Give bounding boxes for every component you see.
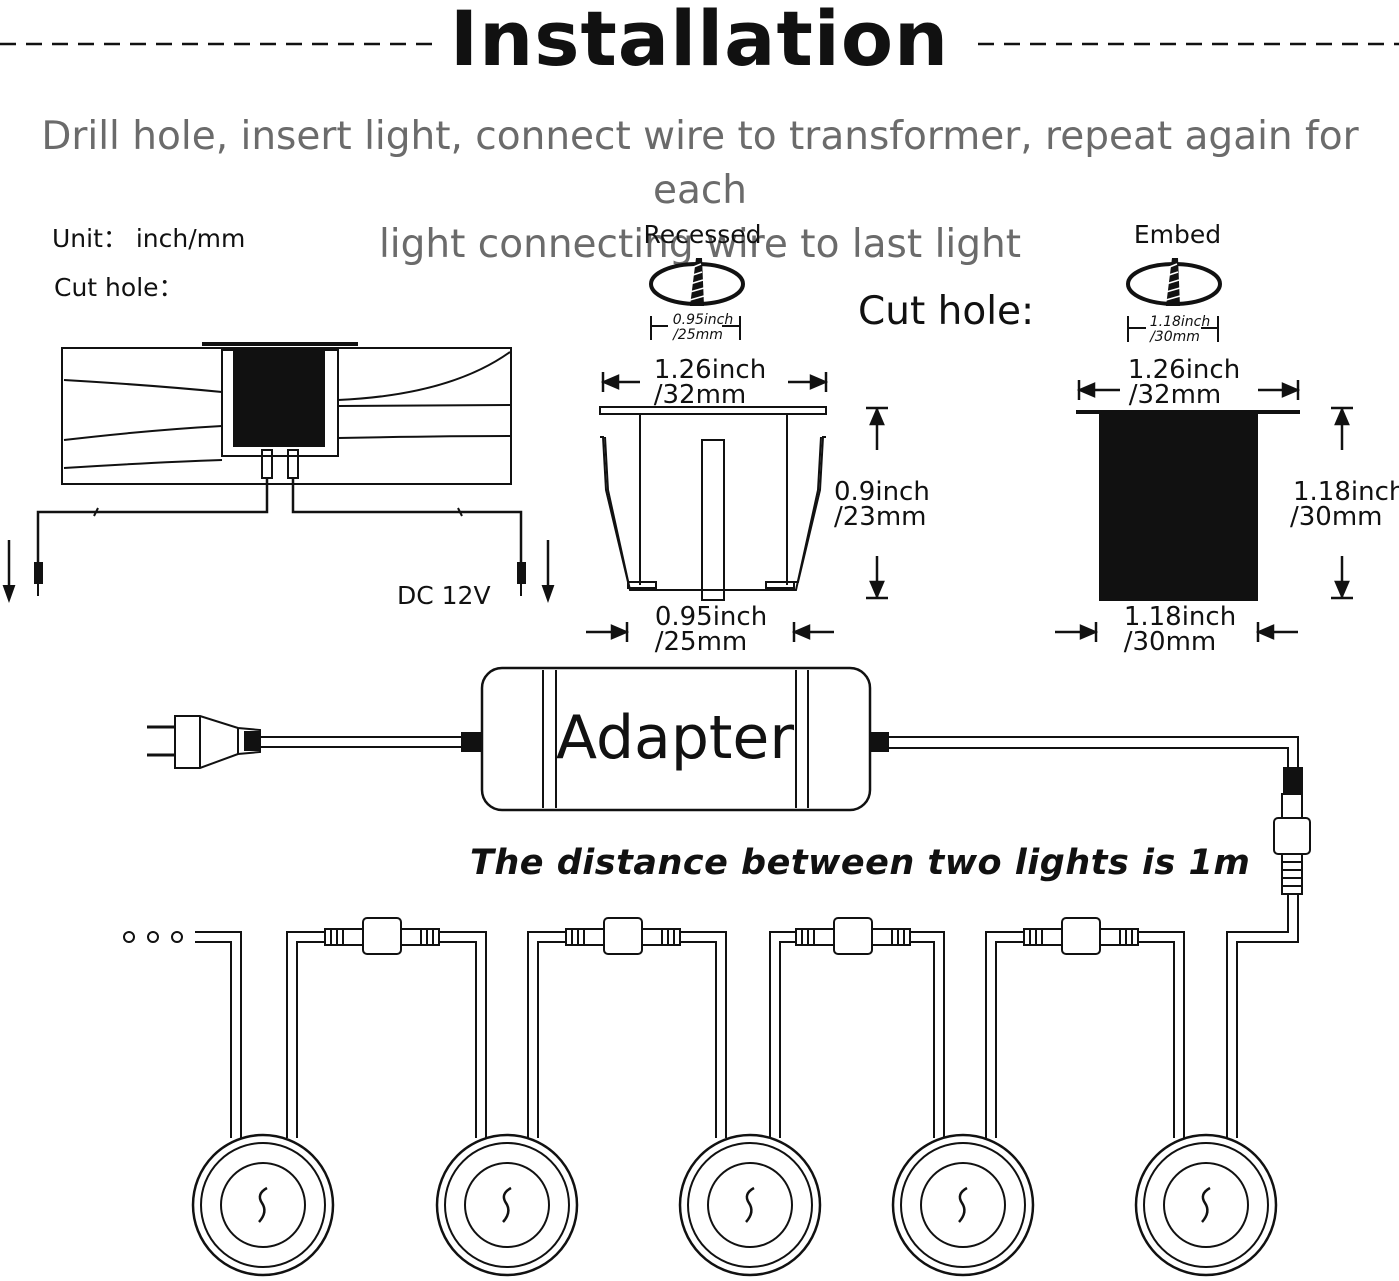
inline-connector-2	[565, 917, 681, 955]
inline-connector-last	[1138, 931, 1185, 1138]
light-fixture-1	[191, 1133, 335, 1277]
embed-top-mm: /32mm	[1128, 380, 1222, 410]
embed-hole-inch: 1.18inch	[1149, 314, 1211, 330]
recessed-bottom-mm: /25mm	[654, 627, 748, 657]
light-fixture-3	[678, 1133, 822, 1277]
dc-voltage-label: DC 12V	[397, 581, 491, 610]
light-chain-wiring	[123, 931, 1024, 1138]
instruction-line-1: Drill hole, insert light, connect wire t…	[41, 114, 1359, 213]
instruction-text: Drill hole, insert light, connect wire t…	[20, 110, 1380, 272]
embed-heading: Embed	[1133, 220, 1222, 249]
inline-connector-1	[324, 917, 440, 955]
main-cable	[888, 736, 1311, 1138]
recessed-top-inch: 1.26inch	[653, 355, 767, 385]
recessed-height-inch: 0.9inch	[834, 477, 930, 507]
inline-connector-4	[1023, 917, 1139, 955]
light-fixture-4	[891, 1133, 1035, 1277]
embed-drill-icon	[1126, 258, 1222, 342]
recessed-bottom-inch: 0.95inch	[654, 602, 768, 632]
page-title: Installation	[449, 0, 950, 83]
embed-height-inch: 1.18inch	[1293, 477, 1399, 507]
cut-hole-label: Cut hole：	[54, 273, 184, 302]
embed-light-profile	[1076, 410, 1300, 601]
recessed-dimension-arrows	[586, 372, 888, 642]
adapter-box	[480, 666, 889, 812]
embed-top-inch: 1.26inch	[1127, 355, 1241, 385]
embed-dimension-arrows	[1055, 380, 1353, 642]
inline-connector-3	[795, 917, 911, 955]
power-plug-icon	[147, 715, 481, 769]
embed-height-mm: /30mm	[1290, 502, 1383, 532]
recessed-drill-icon	[649, 258, 745, 340]
embed-hole-mm: /30mm	[1150, 329, 1200, 345]
adapter-label: Adapter	[555, 703, 795, 773]
recessed-hole-mm: /25mm	[673, 327, 723, 343]
embed-bottom-mm: /30mm	[1123, 627, 1217, 657]
distance-note: The distance between two lights is 1m	[470, 843, 1251, 883]
cut-hole-center-label: Cut hole:	[858, 289, 1035, 334]
embed-bottom-inch: 1.18inch	[1123, 602, 1237, 632]
recessed-top-mm: /32mm	[653, 380, 747, 410]
recessed-heading: Recessed	[643, 220, 762, 249]
light-fixture-5	[1134, 1133, 1278, 1277]
cut-hole-cross-section	[2, 342, 555, 603]
unit-label: Unit： inch/mm	[52, 224, 246, 253]
recessed-light-profile	[599, 406, 827, 601]
recessed-height-mm: /23mm	[834, 502, 927, 532]
light-fixture-2	[435, 1133, 579, 1277]
recessed-hole-inch: 0.95inch	[672, 312, 734, 328]
